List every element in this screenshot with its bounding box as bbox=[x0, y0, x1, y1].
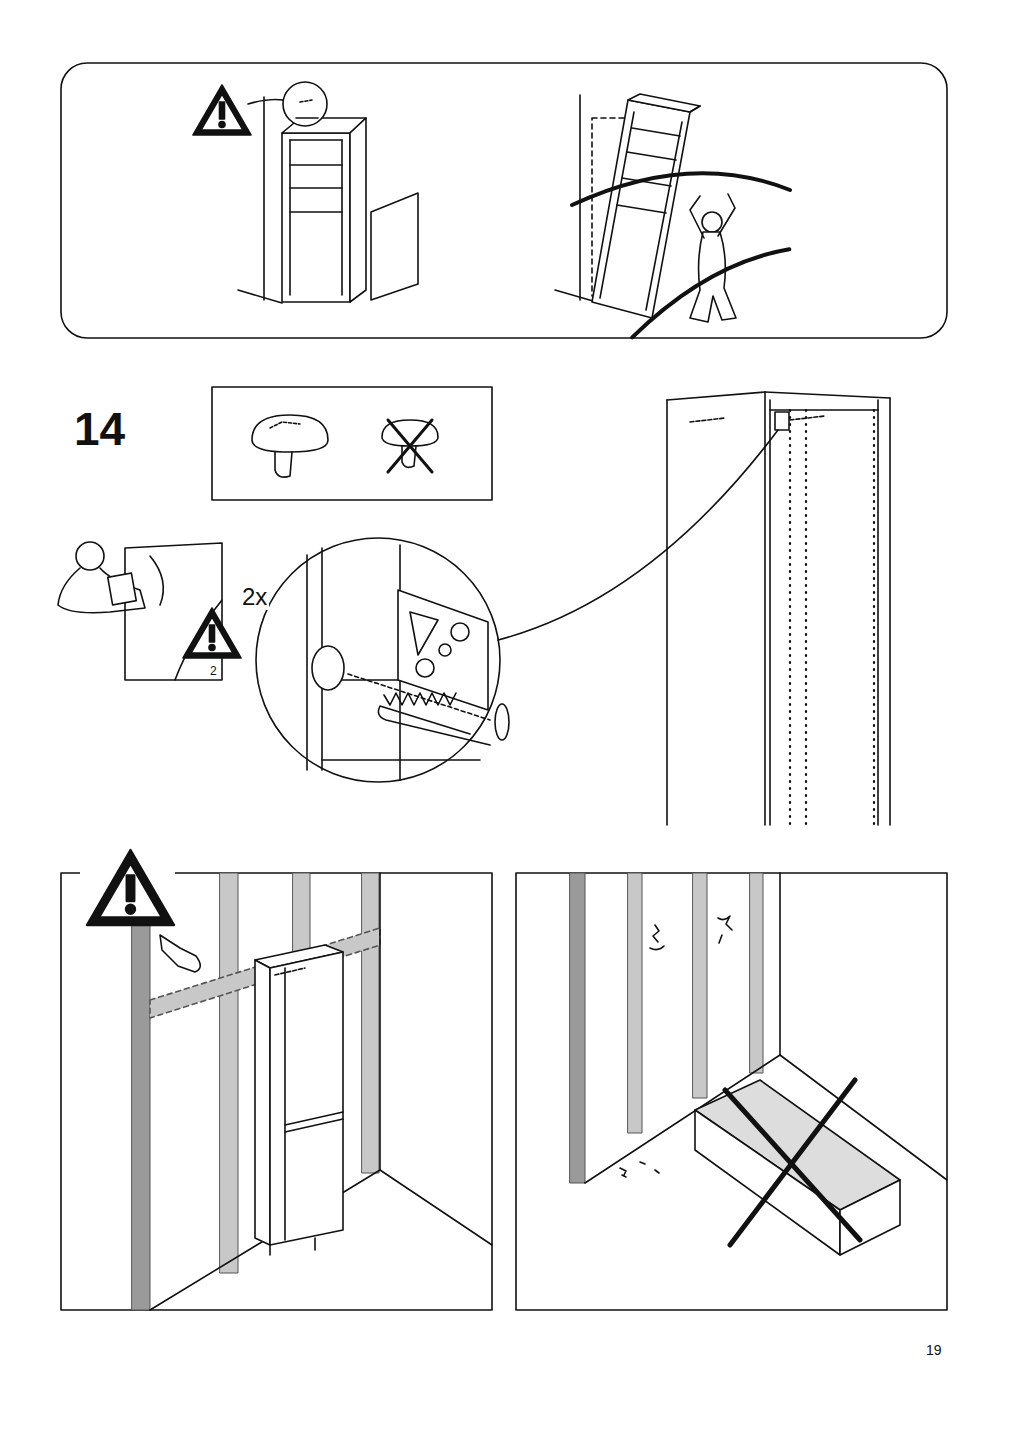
correct-panel bbox=[61, 873, 492, 1310]
note-box bbox=[212, 387, 492, 500]
wrong-panel bbox=[516, 873, 947, 1310]
step-number: 14 bbox=[72, 405, 127, 453]
warning-panel bbox=[61, 63, 947, 338]
quantity-label: 2x bbox=[240, 584, 269, 610]
detail-circle bbox=[256, 538, 500, 782]
page-ref: 2 bbox=[208, 664, 219, 678]
page-number: 19 bbox=[924, 1342, 944, 1358]
